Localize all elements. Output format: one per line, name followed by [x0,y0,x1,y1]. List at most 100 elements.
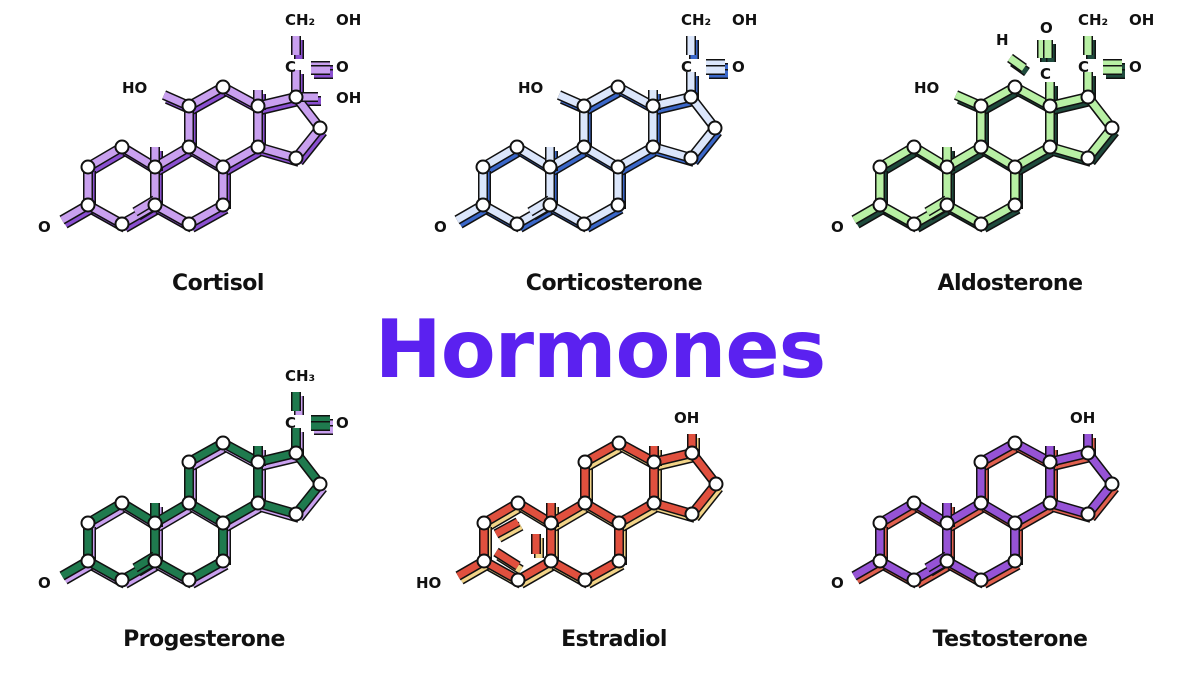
atom-node [1104,476,1120,492]
atom-node [906,216,922,232]
atom-node [939,553,955,569]
atom-node [611,515,627,531]
atom-node [646,495,662,511]
atom-node [1007,159,1023,175]
atom-node [288,506,304,522]
atom-label: O [732,58,745,76]
atom-node [576,216,592,232]
atom-node [973,139,989,155]
atom-node [973,495,989,511]
atom-node [1042,139,1058,155]
atom-node [684,506,700,522]
atom-label: OH [1070,409,1096,427]
atom-node [147,515,163,531]
atom-node [872,553,888,569]
atom-node [542,159,558,175]
atom-node [312,120,328,136]
atom-label: CH₃ [285,367,316,385]
atom-label: OH [674,409,700,427]
atom-node [1007,553,1023,569]
atom-node [1080,506,1096,522]
atom-node [1007,435,1023,451]
atom-node [973,98,989,114]
atom-label: O [1129,58,1142,76]
atom-node [181,572,197,588]
atom-label: C [285,414,297,432]
atom-node [215,435,231,451]
atom-label: O [831,574,844,592]
atom-label: CH₂ [681,11,712,29]
atom-label: O [336,414,349,432]
atom-node [973,454,989,470]
atom-node [906,572,922,588]
bond [1007,55,1027,71]
molecule-estradiol [455,434,724,589]
atom-node [872,515,888,531]
atom-node [215,197,231,213]
atom-node [181,216,197,232]
atom-node [476,515,492,531]
molecule-name-estradiol: Estradiol [561,627,667,652]
molecule-name-cortisol: Cortisol [172,271,264,296]
molecule-corticosterone [454,36,728,233]
atom-node [1104,120,1120,136]
atom-node [542,197,558,213]
bond [494,549,520,569]
atom-node [611,435,627,451]
molecule-name-corticosterone: Corticosterone [525,271,703,296]
atom-label: O [831,218,844,236]
atom-node [683,150,699,166]
atom-node [1080,150,1096,166]
atom-node [543,515,559,531]
atom-label: OH [1129,11,1155,29]
atom-node [114,495,130,511]
molecule-progesterone [59,392,333,589]
molecule-aldosterone [851,36,1125,233]
atom-label: CH₂ [285,11,316,29]
atom-node [1007,515,1023,531]
atom-node [114,216,130,232]
atom-node [475,197,491,213]
atom-node [114,139,130,155]
atom-node [215,515,231,531]
atom-node [80,553,96,569]
atom-node [610,159,626,175]
atom-node [114,572,130,588]
atom-node [973,572,989,588]
molecule-name-testosterone: Testosterone [932,627,1088,652]
atom-label: HO [416,574,442,592]
atom-node [510,495,526,511]
atom-node [250,98,266,114]
atom-node [610,197,626,213]
atom-node [509,216,525,232]
atom-label: HO [914,79,940,97]
atom-node [577,572,593,588]
molecule-name-aldosterone: Aldosterone [937,271,1083,296]
atom-node [939,515,955,531]
atom-label: HO [518,79,544,97]
atom-node [215,159,231,175]
atom-node [509,139,525,155]
atom-node [646,454,662,470]
atom-node [475,159,491,175]
atom-node [645,98,661,114]
atom-node [312,476,328,492]
atom-node [1042,495,1058,511]
atom-node [510,572,526,588]
atom-node [250,139,266,155]
atom-node [288,445,304,461]
atom-node [181,495,197,511]
atom-label: C [1078,58,1090,76]
atom-node [147,553,163,569]
atom-label: O [38,574,51,592]
atom-node [576,98,592,114]
atom-node [906,495,922,511]
atom-node [147,159,163,175]
atom-label: OH [732,11,758,29]
atom-node [1042,454,1058,470]
page-title: Hormones [374,303,827,396]
atom-node [683,89,699,105]
atom-node [610,79,626,95]
atom-node [645,139,661,155]
